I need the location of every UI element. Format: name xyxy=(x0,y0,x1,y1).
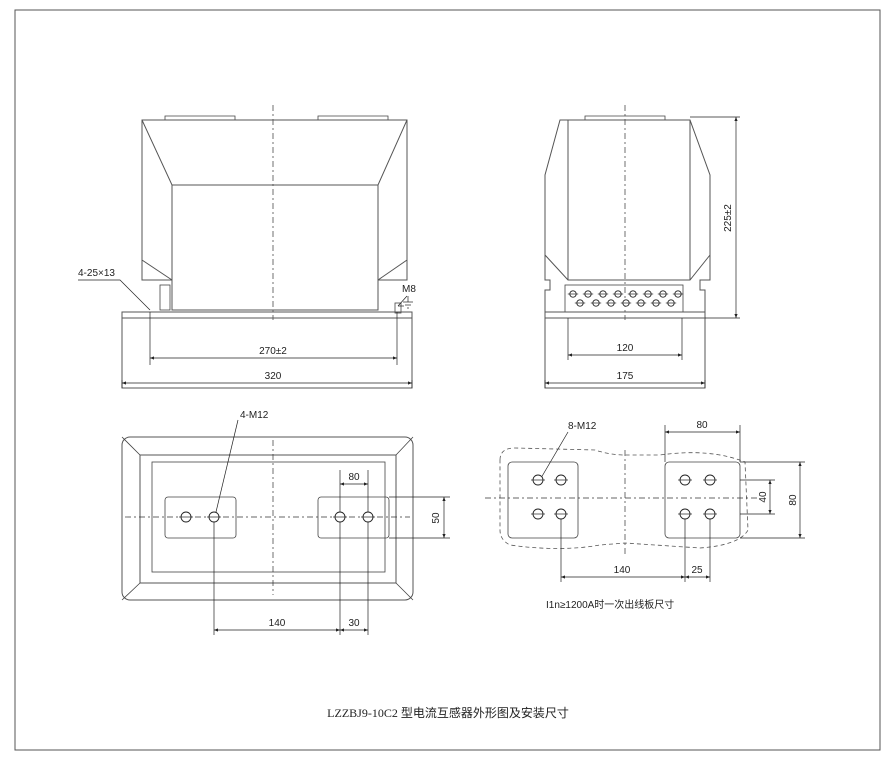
ground-bolt-label: M8 xyxy=(402,284,416,295)
bottom-view xyxy=(121,419,450,635)
ground-symbol xyxy=(403,296,413,309)
bottom-holes-label: 4-M12 xyxy=(240,410,269,421)
hole-group xyxy=(179,290,717,523)
dim-25-label: 25 xyxy=(691,565,703,576)
dim-140-left-label: 140 xyxy=(269,618,286,629)
dim-225-label: 225±2 xyxy=(723,204,734,232)
dimension-lines xyxy=(121,117,802,632)
dim-80-right-side-label: 80 xyxy=(788,494,799,506)
dim-320-label: 320 xyxy=(265,371,282,382)
drawing-caption: LZZBJ9-10C2 型电流互感器外形图及安装尺寸 xyxy=(327,705,569,720)
front-view xyxy=(78,105,413,389)
slot-spec-label: 4-25×13 xyxy=(78,268,115,279)
terminal-note: I1n≥1200A时一次出线板尺寸 xyxy=(546,598,674,611)
dim-140-right-label: 140 xyxy=(614,565,631,576)
terminal-plate-view xyxy=(485,425,805,582)
drawing-frame xyxy=(14,9,881,751)
dim-270-label: 270±2 xyxy=(259,346,287,357)
dim-80-right-top-label: 80 xyxy=(696,420,708,431)
terminal-holes-label: 8-M12 xyxy=(568,421,597,432)
dim-80-left-label: 80 xyxy=(348,472,360,483)
dim-30-label: 30 xyxy=(348,618,360,629)
side-view xyxy=(544,105,740,389)
dim-120-label: 120 xyxy=(617,343,634,354)
dim-50-label: 50 xyxy=(431,512,442,524)
dim-175-label: 175 xyxy=(617,371,634,382)
dim-40-label: 40 xyxy=(758,491,769,503)
